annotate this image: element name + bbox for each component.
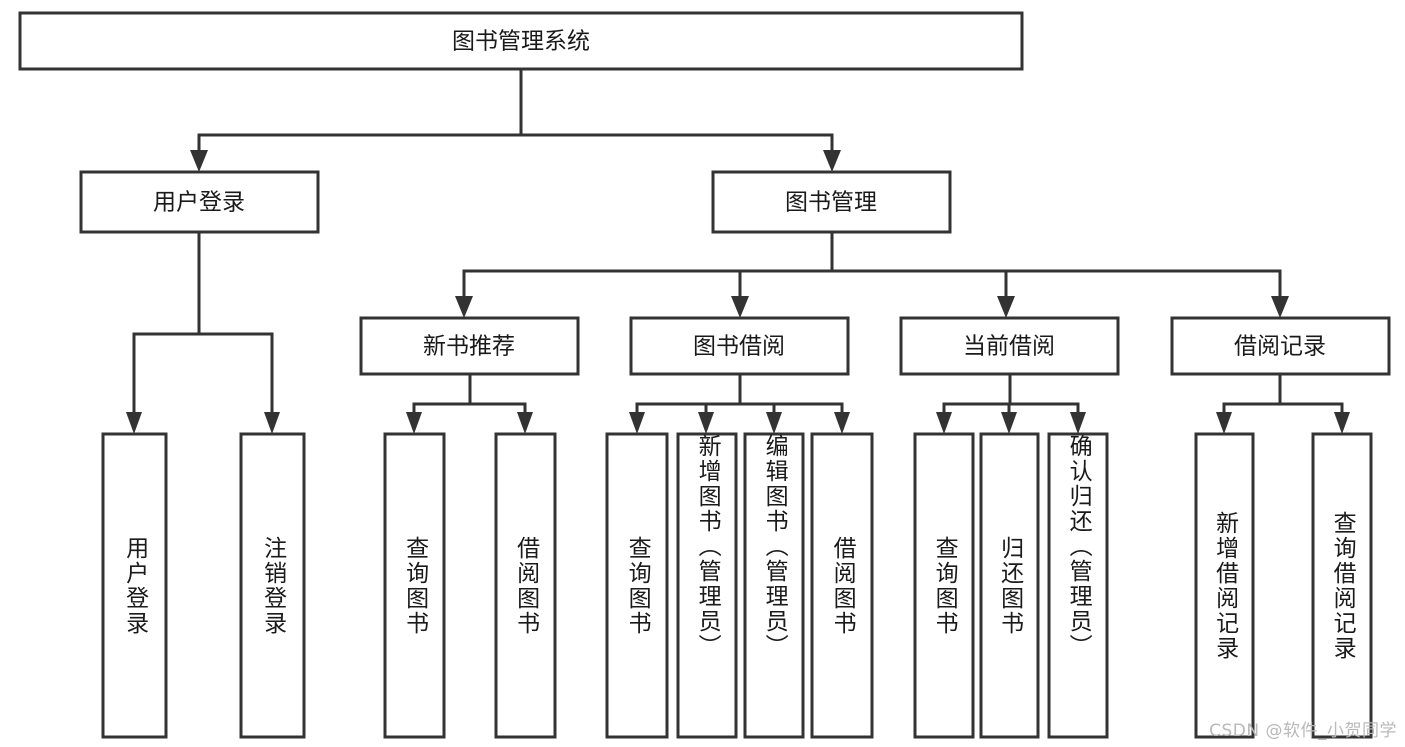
node-borrow-record-label: 借阅记录 (1234, 334, 1326, 360)
node-leaf-add-record-box[interactable] (1194, 432, 1255, 739)
watermark: CSDN @软件_小贺同学 (1209, 721, 1397, 741)
node-leaf-query-record-box[interactable] (1311, 432, 1373, 739)
node-leaf-user-login-box[interactable] (101, 432, 168, 739)
arrow-head-current-borrow (997, 296, 1015, 318)
connectors (126, 67, 1350, 434)
node-book-manage-label: 图书管理 (785, 190, 877, 216)
node-leaf-query-book-1-box[interactable] (383, 432, 446, 739)
arrow-head-book-borrow (731, 296, 749, 318)
node-leaf-query-book-2-box[interactable] (605, 432, 669, 739)
arrow-head-book-manage (823, 150, 841, 172)
arrow-head-leaf-borrow-book-1 (517, 412, 533, 434)
arrow-head-leaf-query-book-3 (936, 412, 952, 434)
node-book-manage-box[interactable] (711, 170, 952, 234)
arrow-head-leaf-add-book (698, 412, 714, 434)
node-root-label: 图书管理系统 (452, 29, 590, 55)
arrow-head-borrow-record (1271, 296, 1289, 318)
node-leaf-confirm-return-box[interactable] (1047, 432, 1109, 739)
arrow-head-leaf-return-book (1001, 412, 1017, 434)
node-leaf-query-book-3-box[interactable] (913, 432, 975, 739)
node-leaf-borrow-book-1-box[interactable] (494, 432, 557, 739)
node-book-borrow-label: 图书借阅 (693, 334, 785, 360)
arrow-head-leaf-query-book-2 (629, 412, 645, 434)
node-leaf-borrow-book-2-box[interactable] (810, 432, 874, 739)
node-user-login-label: 用户登录 (153, 190, 245, 216)
arrow-head-leaf-confirm-return (1070, 412, 1086, 434)
node-current-borrow-label: 当前借阅 (963, 334, 1055, 360)
node-current-borrow-box[interactable] (899, 316, 1120, 376)
nodes: 图书管理系统 用户登录 图书管理 新书推荐 图书借阅 当前借阅 借阅记录 (18, 11, 1391, 739)
arrow-head-user-login (190, 150, 208, 172)
arrow-head-leaf-user-login (126, 412, 142, 434)
arrow-head-leaf-borrow-book-2 (834, 412, 850, 434)
arrow-head-leaf-logout (264, 412, 280, 434)
node-leaf-logout-box[interactable] (239, 432, 306, 739)
arrow-head-leaf-edit-book (766, 412, 782, 434)
arrow-head-new-book-recommend (455, 296, 473, 318)
arrow-head-leaf-query-record (1334, 412, 1350, 434)
node-leaf-return-book-box[interactable] (979, 432, 1040, 739)
node-root-box[interactable] (18, 11, 1024, 71)
arrow-head-leaf-add-record (1216, 412, 1232, 434)
node-new-book-recommend-box[interactable] (359, 316, 580, 376)
node-leaf-add-book-box[interactable] (676, 432, 738, 739)
node-leaf-edit-book-box[interactable] (743, 432, 805, 739)
node-new-book-recommend-label: 新书推荐 (423, 334, 515, 360)
arrow-head-leaf-query-book-1 (406, 412, 422, 434)
node-book-borrow-box[interactable] (629, 316, 850, 376)
node-user-login-box[interactable] (79, 170, 320, 234)
node-borrow-record-box[interactable] (1170, 316, 1391, 376)
